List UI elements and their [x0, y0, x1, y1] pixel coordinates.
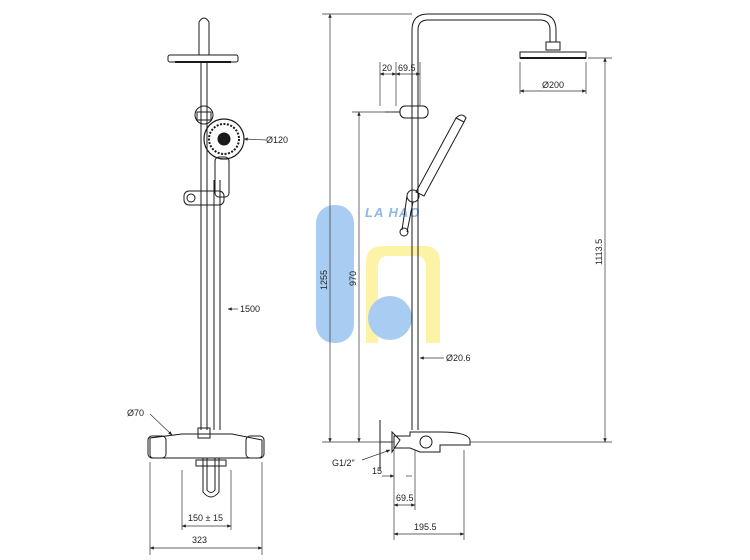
dim-inlet-thread: G1/2" — [332, 458, 355, 468]
side-hand-shower — [415, 117, 465, 197]
dim-rain-head-diameter: Ø200 — [542, 80, 564, 90]
front-view — [147, 17, 265, 498]
front-u-pipe — [202, 458, 220, 498]
dim-head-diameter: Ø120 — [266, 135, 288, 145]
front-dimensions — [149, 137, 267, 555]
dim-pipe-diameter: Ø20.6 — [446, 353, 471, 363]
dim-offset-a: 20 — [382, 63, 392, 73]
dim-projection: 195.5 — [414, 522, 437, 532]
front-rain-head — [167, 54, 239, 63]
dim-body-offset: 69.5 — [396, 493, 414, 503]
side-dimensions — [322, 13, 612, 540]
dim-total-width: 323 — [192, 535, 207, 545]
dim-valve-diameter: Ø70 — [127, 408, 144, 418]
side-rain-head-neck — [545, 41, 561, 51]
side-wall-bracket — [399, 105, 429, 119]
side-riser-arm — [411, 13, 557, 430]
front-top-arm — [198, 17, 210, 55]
logo-blue-circle — [368, 296, 412, 340]
dim-total-height: 1255 — [319, 270, 329, 290]
logo-yellow-arch — [366, 246, 440, 343]
dim-wall-offset: 15 — [372, 466, 382, 476]
front-slider-knob — [194, 105, 214, 125]
logo-blue-bar — [316, 205, 354, 343]
dim-head-height: 1113.5 — [594, 239, 604, 265]
watermark-logo: LA HAO — [316, 205, 440, 343]
dim-centers: 150 ± 15 — [188, 513, 223, 523]
dim-rail-length: 1500 — [240, 304, 260, 314]
side-slider — [406, 189, 420, 203]
side-valve-body — [393, 431, 471, 453]
dim-bracket-height: 970 — [348, 271, 358, 286]
front-holder — [183, 190, 225, 206]
dim-offset-b: 69.5 — [398, 63, 416, 73]
logo-text: LA HAO — [365, 205, 420, 220]
